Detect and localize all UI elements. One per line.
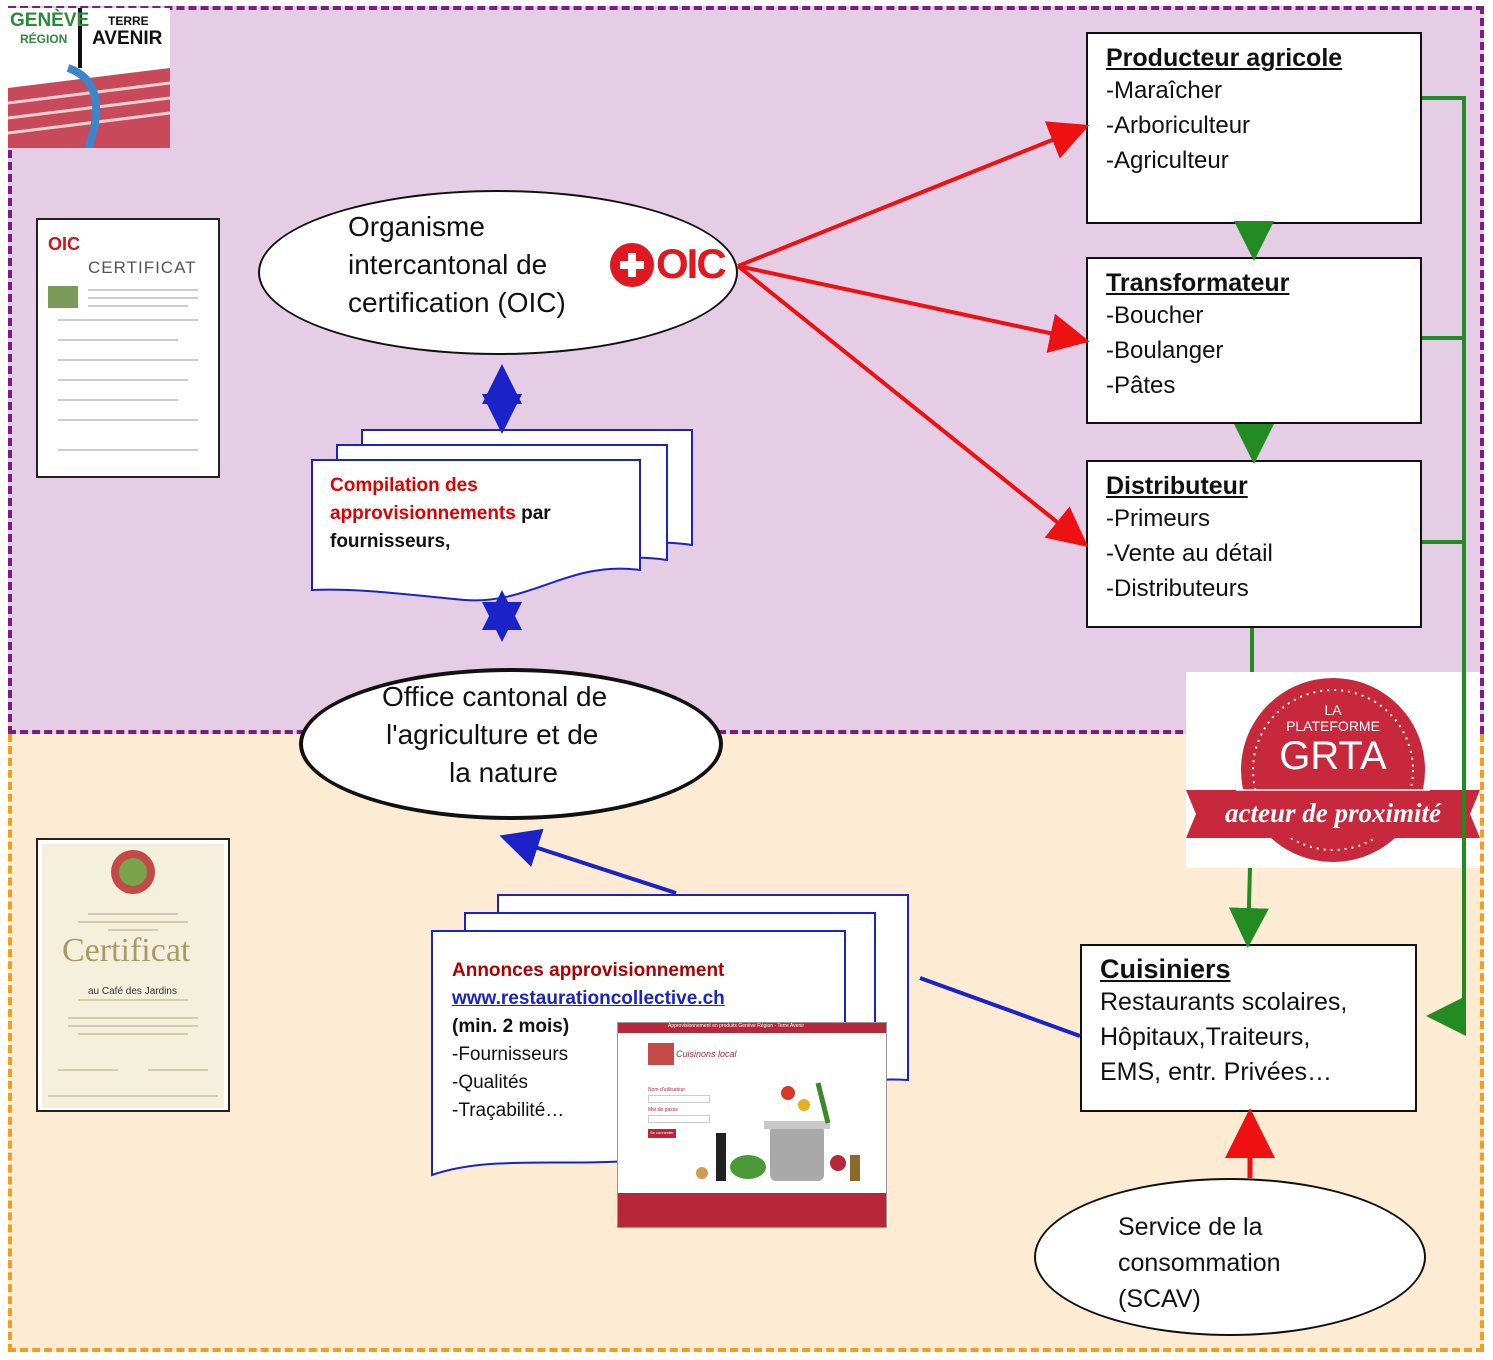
annonces-title: Annonces approvisionnement — [452, 960, 725, 981]
transformateur-item: -Boucher — [1106, 302, 1204, 329]
compilation-line3: fournisseurs, — [330, 531, 451, 552]
grta-big-text: GRTA — [1279, 734, 1387, 778]
website-username-input[interactable] — [648, 1095, 710, 1103]
logo-landscape-icon — [8, 8, 170, 148]
annonces-note: (min. 2 mois) — [452, 1016, 570, 1037]
logo-terre-text: TERRE — [108, 14, 149, 28]
website-login-label: Se connecter — [650, 1130, 674, 1135]
office-label-line1: Office cantonal de — [382, 681, 608, 712]
distributeur-item: -Vente au détail — [1106, 540, 1273, 567]
grta-mid-text: PLATEFORME — [1286, 718, 1380, 734]
food-pot-illustration-icon — [696, 1082, 860, 1181]
geneve-region-terre-avenir-logo: GENÈVE RÉGION TERRE AVENIR — [8, 8, 170, 148]
grta-certificate-title: Certificat — [62, 932, 191, 969]
cuisiniers-title: Cuisiniers — [1100, 954, 1231, 984]
oic-label-line3: certification (OIC) — [348, 287, 566, 318]
oic-certificate-title: CERTIFICAT — [88, 258, 197, 277]
certificate-seal-icon — [48, 850, 218, 1097]
oic-certificate-logo: OIC — [48, 234, 81, 254]
website-logo — [648, 1043, 674, 1065]
cuisiniers-item: Restaurants scolaires, — [1100, 988, 1348, 1016]
oic-label-line1: Organisme — [348, 211, 485, 242]
scav-label-line1: Service de la — [1118, 1213, 1263, 1241]
annonces-url-link[interactable]: www.restaurationcollective.ch — [452, 988, 725, 1009]
oic-certificate-thumbnail: OIC CERTIFICAT — [36, 218, 220, 478]
annonces-text: Annonces approvisionnement www.restaurat… — [452, 957, 725, 1125]
grta-certificate-thumbnail: Certificat au Café des Jardins — [36, 838, 230, 1112]
certificate-lines-icon — [48, 286, 198, 451]
compilation-line2-black: par — [515, 503, 551, 524]
producteur-title: Producteur agricole — [1106, 44, 1343, 72]
logo-geneve-text: GENÈVE — [10, 10, 90, 31]
website-header-bar: Approvisionnement en produits Genève Rég… — [618, 1023, 886, 1033]
compilation-line2-red: approvisionnements — [330, 503, 516, 524]
compilation-line1: Compilation des — [330, 475, 478, 496]
oic-node — [258, 190, 738, 355]
oic-logo-text: OIC — [656, 240, 727, 287]
annonces-item: -Traçabilité… — [452, 1100, 565, 1121]
oic-label-line2: intercantonal de — [348, 249, 548, 280]
office-node — [299, 668, 723, 820]
grta-platform-badge: LA PLATEFORME GRTA acteur de proximité — [1186, 672, 1480, 868]
office-label-line3: la nature — [449, 757, 558, 788]
producteur-item: -Arboriculteur — [1106, 112, 1251, 139]
logo-avenir-text: AVENIR — [92, 28, 163, 49]
cuisiniers-item: Hôpitaux,Traiteurs, — [1100, 1023, 1311, 1051]
oic-logo: OIC — [608, 240, 727, 290]
website-field1-label: Nom d'utilisateur — [648, 1087, 686, 1093]
producteur-item: -Maraîcher — [1106, 77, 1223, 104]
transformateur-box: Transformateur -Boucher -Boulanger -Pâte… — [1086, 257, 1422, 424]
website-login-button[interactable]: Se connecter — [648, 1129, 676, 1138]
scav-label-line2: consommation — [1118, 1249, 1281, 1277]
producteur-item: -Agriculteur — [1106, 147, 1229, 174]
website-screenshot: Approvisionnement en produits Genève Rég… — [617, 1022, 887, 1228]
producteur-box: Producteur agricole -Maraîcher -Arboricu… — [1086, 32, 1422, 224]
scav-node — [1034, 1178, 1426, 1336]
transformateur-item: -Boulanger — [1106, 337, 1224, 364]
website-header-text: Approvisionnement en produits Genève Rég… — [668, 1023, 805, 1029]
grta-top-text: LA — [1324, 702, 1342, 718]
office-label-line2: l'agriculture et de — [386, 719, 599, 750]
grta-seal-icon — [1186, 678, 1480, 862]
logo-region-text: RÉGION — [20, 32, 68, 46]
transformateur-title: Transformateur — [1106, 269, 1290, 297]
cuisiniers-item: EMS, entr. Privées… — [1100, 1058, 1333, 1086]
scav-label-line3: (SCAV) — [1118, 1285, 1201, 1313]
annonces-item: -Qualités — [452, 1072, 529, 1093]
grta-certificate-sub: au Café des Jardins — [88, 986, 177, 997]
compilation-document-stack — [311, 429, 693, 602]
distributeur-box: Distributeur -Primeurs -Vente au détail … — [1086, 460, 1422, 628]
cuisiniers-box: Cuisiniers Restaurants scolaires, Hôpita… — [1080, 944, 1417, 1112]
grta-ribbon-text: acteur de proximité — [1225, 798, 1441, 828]
website-field2-label: Mot de passe — [648, 1107, 679, 1113]
website-password-input[interactable] — [648, 1115, 710, 1123]
distributeur-title: Distributeur — [1106, 472, 1248, 500]
website-brand: Cuisinons local — [676, 1049, 737, 1059]
website-footer-bar — [618, 1193, 886, 1227]
compilation-text: Compilation des approvisionnements par f… — [330, 472, 551, 556]
distributeur-item: -Primeurs — [1106, 505, 1211, 532]
annonces-item: -Fournisseurs — [452, 1044, 569, 1065]
swiss-cross-icon — [610, 243, 654, 287]
transformateur-item: -Pâtes — [1106, 372, 1176, 399]
distributeur-item: -Distributeurs — [1106, 575, 1249, 602]
